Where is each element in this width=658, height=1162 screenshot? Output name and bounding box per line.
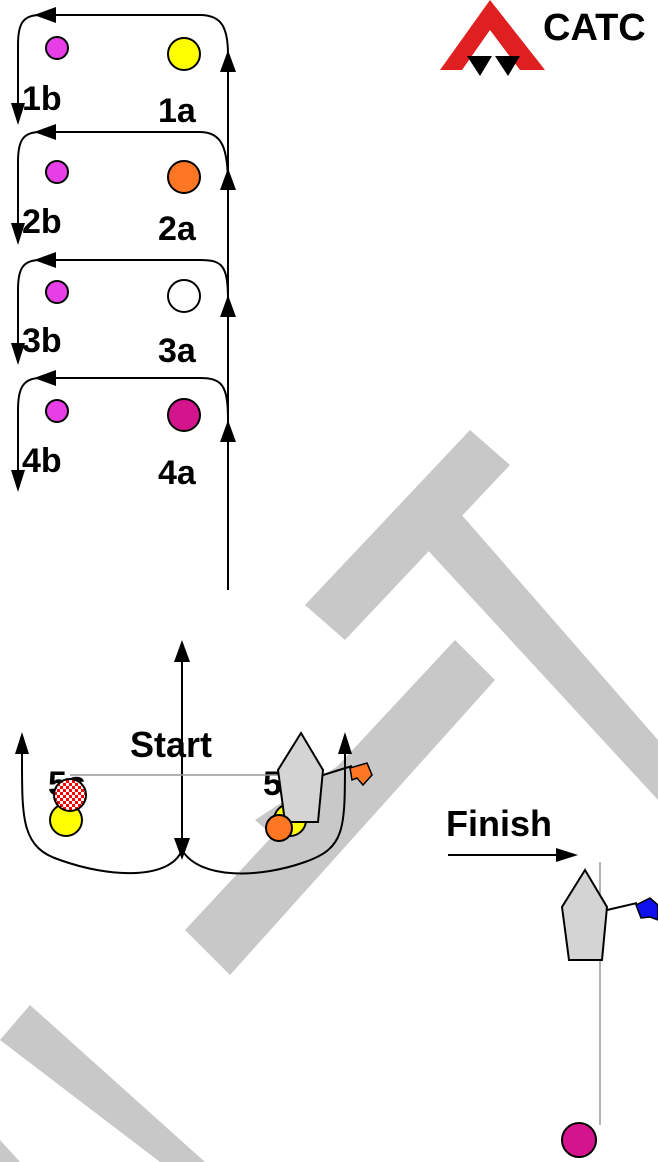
mark-4a-label: 4a xyxy=(158,454,197,492)
catc-logo: CATC xyxy=(440,0,646,76)
start-pin-mark xyxy=(53,778,87,812)
mark-3b xyxy=(45,280,69,304)
loop-5p-line xyxy=(181,745,346,875)
arrow-3-up-icon xyxy=(220,295,236,317)
mark-1a-label: 1a xyxy=(158,92,197,130)
loop-4b-line xyxy=(17,377,229,480)
mark-2a xyxy=(167,160,201,194)
start-committee-boat xyxy=(265,731,373,842)
start-label: Start xyxy=(130,724,212,765)
logo-arrow-left-icon xyxy=(467,56,492,76)
loop-1b-line xyxy=(17,14,41,115)
boat-icon xyxy=(560,868,609,961)
arrow-4-left-icon xyxy=(34,370,56,386)
mark-4b-label: 4b xyxy=(22,442,62,480)
logo-text: CATC xyxy=(543,7,646,49)
watermark-letter-a xyxy=(0,1005,205,1162)
arrow-2b-down-icon xyxy=(11,223,25,245)
finish-committee-boat xyxy=(560,868,658,961)
watermark-letter-t xyxy=(305,430,510,640)
arrow-5p-up-icon xyxy=(338,732,352,754)
arrow-3b-down-icon xyxy=(11,343,25,365)
mark-2b-label: 2b xyxy=(22,203,62,241)
loop-5s-line xyxy=(21,745,183,875)
arrow-1-up-icon xyxy=(220,50,236,72)
mark-3a-label: 3a xyxy=(158,332,197,370)
arrow-4-up-icon xyxy=(220,420,236,442)
arrow-4b-down-icon xyxy=(11,470,25,492)
start-flag-icon xyxy=(349,762,373,787)
arrow-2-up-icon xyxy=(220,168,236,190)
arrow-start-up-icon xyxy=(174,640,190,662)
mark-2b xyxy=(45,160,69,184)
mark-1b xyxy=(45,36,69,60)
logo-arrow-right-icon xyxy=(495,56,520,76)
arrowheads xyxy=(11,7,578,862)
main-leg-line xyxy=(55,14,229,590)
draft-watermark xyxy=(0,430,658,1162)
mark-4b xyxy=(45,399,69,423)
watermark-letter-r xyxy=(0,1140,20,1162)
mark-3a xyxy=(167,279,201,313)
arrow-1b-down-icon xyxy=(11,103,25,125)
finish-flag-icon xyxy=(635,897,658,921)
mark-2a-label: 2a xyxy=(158,210,197,248)
loop-3b-line xyxy=(17,259,229,355)
arrow-2-left-icon xyxy=(34,124,56,140)
arrow-5-down-icon xyxy=(174,838,190,860)
finish-label: Finish xyxy=(446,803,552,844)
arrow-3-left-icon xyxy=(34,252,56,268)
arrow-5s-up-icon xyxy=(15,732,29,754)
watermark-letter-t-stem xyxy=(400,490,658,800)
arrow-top-left-icon xyxy=(34,7,56,23)
finish-mark xyxy=(561,1122,597,1158)
mark-1a xyxy=(167,37,201,71)
mark-4a xyxy=(167,398,201,432)
boat-icon xyxy=(276,731,325,823)
arrow-finish-right-icon xyxy=(556,848,578,862)
start-boat-mark xyxy=(265,814,293,842)
mark-1b-label: 1b xyxy=(22,80,62,118)
mark-3b-label: 3b xyxy=(22,322,62,360)
